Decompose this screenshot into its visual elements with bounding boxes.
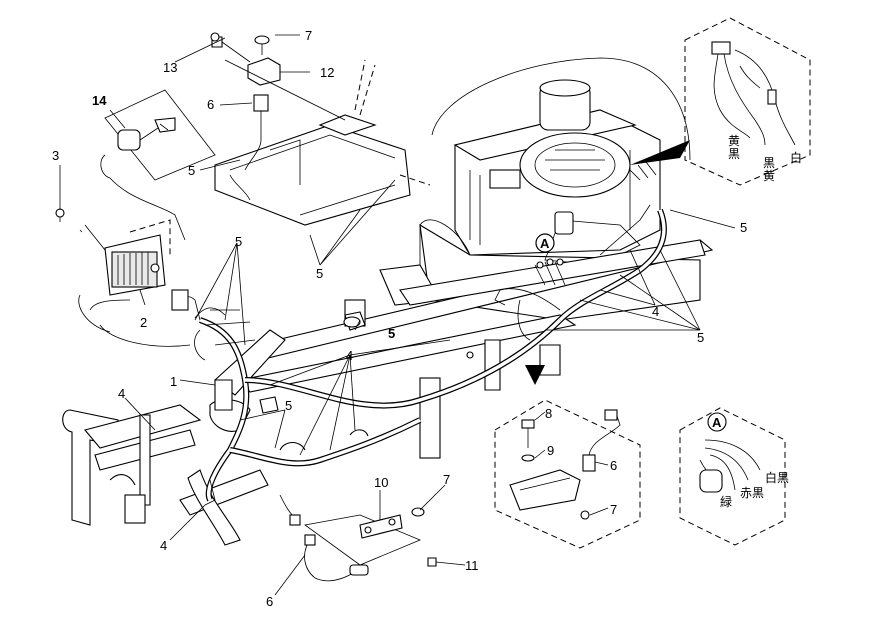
callout-4-right: 4 [652, 304, 659, 319]
callout-4-center: 4 [346, 348, 353, 363]
headlight [78, 219, 171, 333]
small-parts [55, 32, 474, 451]
wire-color-labels-detail: 白黒 赤黒 緑 [720, 470, 789, 509]
callout-12: 12 [320, 65, 334, 80]
callout-5-left: 5 [235, 234, 242, 249]
leader-lines [59, 34, 736, 596]
callout-5-right: 5 [697, 330, 704, 345]
callout-6-lower: 6 [266, 594, 273, 609]
callout-2: 2 [140, 315, 147, 330]
callout-5-bold: 5 [388, 326, 395, 341]
seat-frame [214, 59, 431, 226]
callout-7-detail: 7 [610, 502, 617, 517]
wire-label-black: 黒 [763, 156, 775, 170]
callout-6-top: 6 [207, 97, 214, 112]
callout-6-detail: 6 [610, 458, 617, 473]
wire-label-green: 緑 [720, 494, 732, 509]
detail-switch-lower [494, 365, 641, 549]
callout-7-top: 7 [305, 28, 312, 43]
callout-1: 1 [170, 374, 177, 389]
wire-color-labels-top: 黄 黒 黒 黄 白 [728, 134, 802, 183]
callout-14: 14 [92, 93, 107, 108]
wire-harness [89, 161, 667, 526]
marker-a-engine-label: A [540, 236, 550, 251]
callout-5-engine: 5 [740, 220, 747, 235]
detail-a [679, 407, 786, 546]
callout-5-center: 5 [316, 266, 323, 281]
marker-a-engine: A [535, 233, 555, 253]
front-frame [62, 329, 286, 546]
callout-9: 9 [547, 443, 554, 458]
callout-labels: 7 12 13 6 14 3 5 5 5 2 5 1 4 5 4 4 10 7 … [52, 28, 747, 609]
fuse-holder [100, 89, 216, 241]
callout-4-bottom: 4 [160, 538, 167, 553]
marker-a-detail-label: A [712, 415, 722, 430]
wire-label-yellow-black-1: 黄 [728, 134, 740, 148]
callout-10: 10 [374, 475, 388, 490]
wire-label-yellow-black-2: 黒 [728, 147, 740, 161]
callout-13: 13 [163, 60, 177, 75]
detail-top-right [630, 17, 811, 186]
wire-label-white: 白 [790, 150, 802, 165]
callout-3: 3 [52, 148, 59, 163]
callout-4-left: 4 [118, 386, 125, 401]
frame [238, 239, 714, 459]
callout-7-lower: 7 [443, 472, 450, 487]
callout-11: 11 [465, 558, 479, 573]
wire-label-yellow: 黄 [763, 169, 775, 183]
wire-label-white-black: 白黒 [765, 470, 789, 485]
callout-5-lower: 5 [285, 398, 292, 413]
callout-8: 8 [545, 406, 552, 421]
callout-5-seat: 5 [188, 163, 195, 178]
wire-label-red-black: 赤黒 [740, 486, 764, 500]
marker-a-detail: A [712, 415, 722, 430]
sensor-lower [304, 507, 437, 582]
